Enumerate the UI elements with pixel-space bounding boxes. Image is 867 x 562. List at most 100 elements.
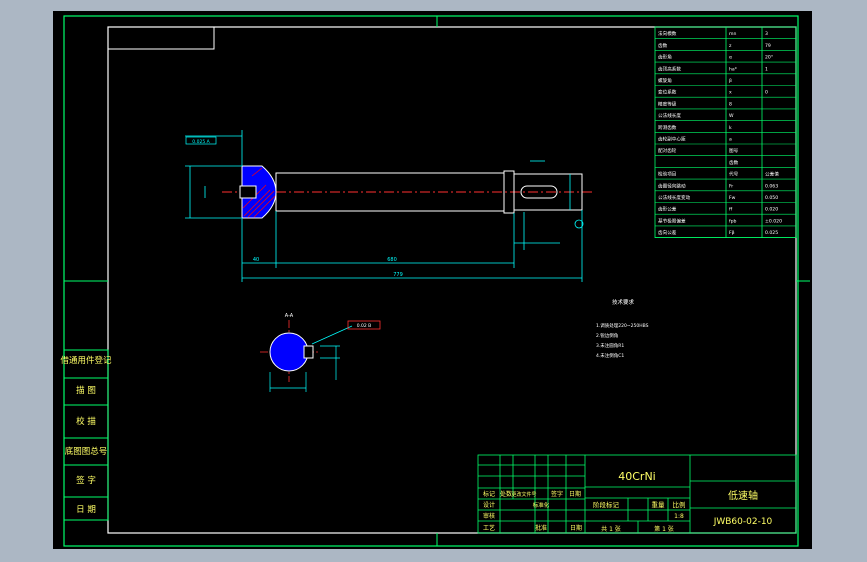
parameter-table-cell: 齿向公差 [658, 229, 677, 236]
parameter-table-cell: 变位系数 [658, 89, 677, 96]
parameter-table-cell: ±0.020 [765, 218, 782, 224]
sheet-number: 第 1 张 [654, 525, 674, 533]
header-cell-1: 标记 [483, 490, 495, 498]
section-keyway [303, 345, 314, 359]
parameter-table-cell: 79 [765, 43, 771, 49]
drawing-number: JWB60-02-10 [713, 517, 773, 527]
main-dimensions [185, 130, 583, 282]
shaft-main-view: 779 680 40 0.025 A [185, 130, 592, 282]
side-strip: 借通用件登记 描 图 校 描 底图图总号 签 字 日 期 [60, 349, 112, 521]
parameter-table-cell: 齿形公差 [658, 206, 677, 213]
parameter-table-cell: 0.063 [765, 183, 778, 189]
parameter-table-cell: 0.025 [765, 230, 778, 236]
parameter-table-cell: 跨测齿数 [658, 124, 677, 131]
parameter-table-cell: x [729, 91, 732, 96]
drawing-frame [63, 15, 810, 547]
parameter-table-cell: 20° [765, 55, 773, 61]
section-view-mark: A-A [285, 313, 294, 319]
stage-label: 阶段标记 [593, 500, 620, 509]
side-label-1: 借通用件登记 [60, 355, 112, 366]
row-label-process: 工艺 [483, 524, 495, 532]
section-circle [269, 332, 309, 372]
parameter-table-cell: Fβ [729, 230, 735, 236]
parameter-table-cell: 齿圈径向跳动 [658, 182, 686, 189]
parameter-table-cell: 代号 [729, 171, 739, 178]
parameter-table-cell: ff [729, 207, 733, 213]
gear-parameter-table: 法向模数 mn 3 齿数 z 79 齿形角 α 20° 齿顶高系数 ha* 1 螺旋角 β 变位系数 x 0 精度… [654, 26, 797, 239]
parameter-table-cell: 配对齿轮 [658, 147, 677, 154]
row-label-review: 审核 [483, 512, 495, 520]
parameter-table-cell: 3 [765, 31, 768, 37]
row-label-design: 设计 [483, 501, 495, 509]
header-cell-4: 签字 [551, 490, 563, 498]
scale-value: 1:8 [674, 513, 684, 520]
header-cell-2: 处数 [500, 490, 512, 498]
tolerance-frame-main [185, 136, 217, 145]
side-label-6: 日 期 [76, 505, 96, 515]
dim-mid-length: 680 [387, 257, 397, 263]
shaft-right-end [513, 173, 583, 211]
parameter-table-cell: Fw [729, 195, 736, 201]
drawing-viewport[interactable]: 借通用件登记 描 图 校 描 底图图总号 签 字 日 期 法向模数 mn 3 齿数 z 7… [53, 11, 812, 549]
approve-date: 日期 [570, 524, 582, 532]
datum-marker [574, 219, 584, 229]
side-label-4: 底图图总号 [65, 446, 108, 457]
tech-note-2: 2.锐边倒角 [596, 332, 618, 339]
tolerance-main-label: 0.025 A [192, 139, 210, 145]
parameter-table-cell: 齿数 [729, 159, 739, 166]
side-label-5: 签 字 [76, 475, 96, 486]
parameter-table-cell: 公差值 [765, 171, 779, 178]
parameter-table-cell: fpb [729, 218, 737, 224]
parameter-table-cell: 公法线长度 [658, 112, 681, 119]
parameter-table-cell: k [729, 125, 732, 131]
parameter-table-cell: 法向模数 [658, 30, 677, 37]
tech-notes-title: 技术要求 [612, 298, 635, 306]
tech-note-4: 4.未注倒角C1 [596, 352, 624, 359]
header-cell-5: 日期 [569, 490, 581, 498]
parameter-table-cell: 公法线长度变动 [658, 194, 691, 201]
parameter-table-cell: W [729, 113, 734, 119]
parameter-table-cell: 图号 [729, 148, 739, 154]
weight-label: 重量 [652, 501, 666, 509]
technical-notes: 技术要求 1.调质处理220~250HBS 2.锐边倒角 3.未注圆角R1 4.… [596, 298, 649, 359]
scale-label: 比例 [673, 500, 686, 509]
side-label-3: 校 描 [76, 416, 96, 427]
parameter-table-cell: 基节极限偏差 [658, 217, 686, 224]
std-label: 标准化 [533, 501, 550, 509]
parameter-table-cell: 0.020 [765, 207, 778, 213]
header-cell-3: 更改文件号 [511, 491, 536, 498]
parameter-table-cell: 精度等级 [658, 100, 677, 107]
approve-label: 批准 [535, 524, 547, 532]
parameter-table-cell: 0.050 [765, 195, 778, 201]
parameter-table-cell: ha* [729, 66, 738, 72]
dim-left-seg: 40 [253, 257, 259, 263]
parameter-table-cell: z [729, 44, 732, 49]
parameter-table-cell: 齿顶高系数 [658, 65, 681, 72]
tolerance-frame-section [347, 320, 381, 330]
parameter-table-cell: α [729, 56, 732, 61]
dim-overall-length: 779 [393, 272, 403, 278]
tech-note-3: 3.未注圆角R1 [596, 342, 624, 349]
material-label: 40CrNi [618, 470, 656, 483]
tolerance-section-label: 0.02 B [357, 323, 372, 329]
section-view: A-A 0.02 B [260, 313, 381, 392]
parameter-table-cell: 0 [765, 90, 768, 96]
parameter-table-cell: β [729, 78, 732, 84]
keyway-left [239, 185, 257, 199]
drawing-canvas: 借通用件登记 描 图 校 描 底图图总号 签 字 日 期 法向模数 mn 3 齿数 z 7… [60, 15, 810, 547]
parameter-table-cell: mn [729, 32, 736, 37]
parameter-table-cell: 齿形角 [658, 54, 672, 61]
parameter-table-cell: 齿数 [658, 42, 668, 49]
tech-note-1: 1.调质处理220~250HBS [596, 322, 649, 329]
part-name: 低速轴 [728, 489, 758, 502]
parameter-table-cell: Fr [729, 183, 733, 189]
side-label-2: 描 图 [76, 385, 96, 396]
keyway-right [520, 185, 558, 199]
parameter-table-cell: 螺旋角 [658, 77, 672, 84]
parameter-table-cell: 检验项目 [658, 171, 676, 178]
parameter-table-cell: 齿轮副中心距 [658, 136, 686, 143]
parameter-table-cell: 8 [729, 101, 732, 107]
parameter-table-cell: 1 [765, 66, 768, 72]
title-block: 40CrNi 低速轴 JWB60-02-10 阶段标记 重量 比例 1:8 共 … [477, 454, 797, 534]
